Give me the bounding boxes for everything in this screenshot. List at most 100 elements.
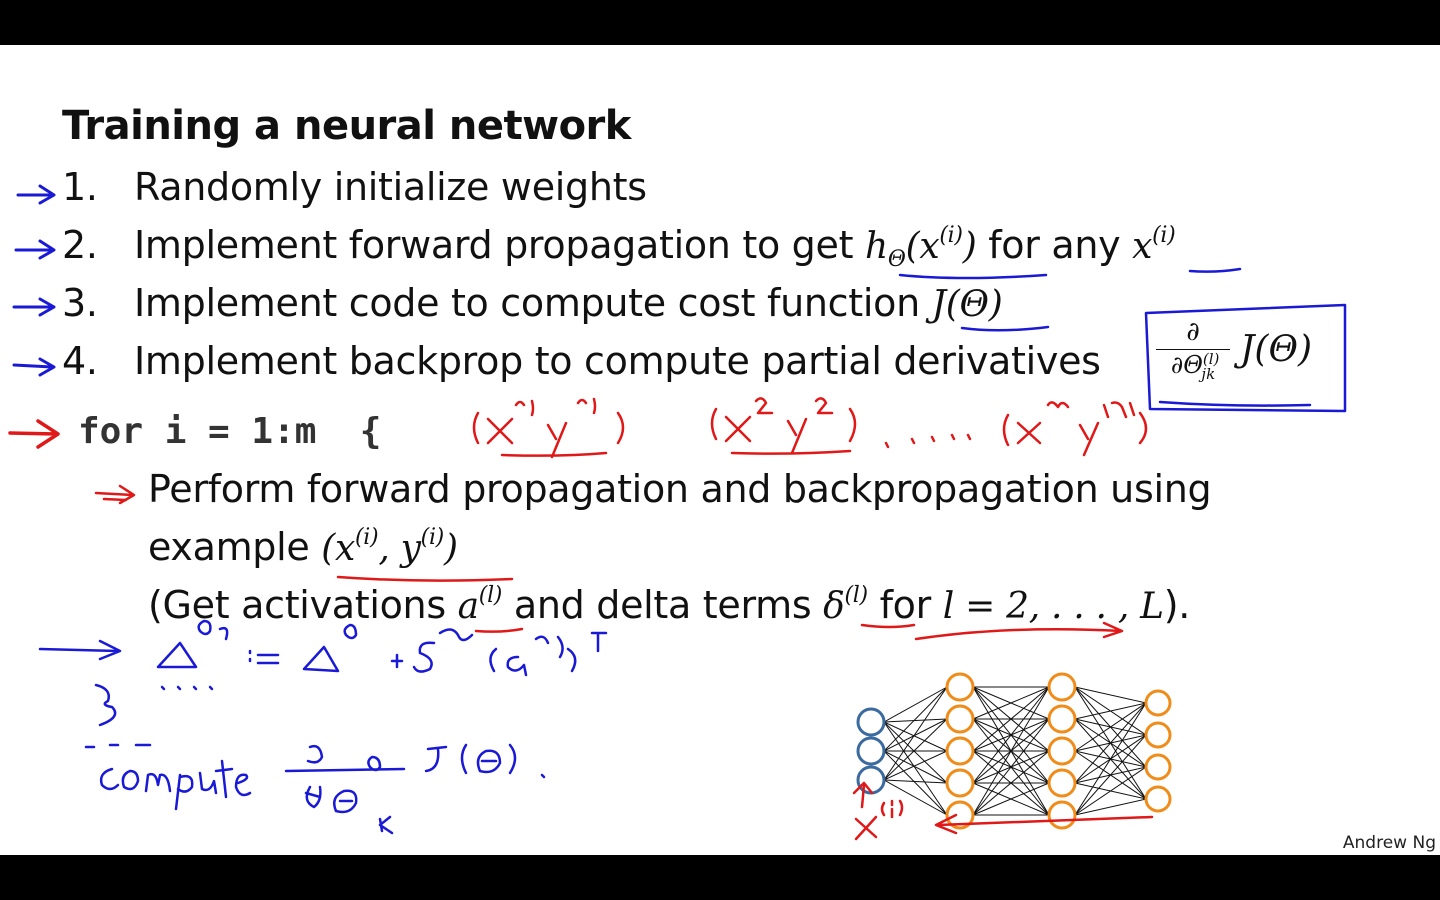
body-line-2: example (x(i), y(i)) (148, 525, 458, 569)
network-edge (972, 686, 1050, 816)
hidden-node (1047, 768, 1077, 798)
blue-underlines (898, 267, 1347, 413)
network-edge (883, 686, 948, 752)
input-node (856, 765, 886, 795)
step-4: 4.Implement backprop to compute partial … (62, 339, 1101, 383)
hidden-node (945, 672, 975, 702)
network-edge (972, 782, 1050, 816)
layer-range-math: l = 2, . . . , L (942, 586, 1164, 627)
step-2-text: Implement forward propagation to get (134, 223, 854, 267)
network-edge (883, 779, 948, 784)
network-edge (1074, 702, 1147, 720)
derivative-denominator: ∂Θ(l)jk (1170, 350, 1220, 383)
slide: Training a neural network 1.Randomly ini… (0, 45, 1440, 855)
compute-handwriting (99, 743, 546, 835)
step-3-arrow-icon (12, 297, 56, 317)
activation-math: a(l) (457, 583, 503, 627)
step-4-arrow-icon (12, 357, 56, 377)
step-3-number: 3. (62, 281, 98, 325)
hidden-node (1047, 800, 1077, 830)
line3-for: for (879, 583, 932, 627)
output-node (1144, 785, 1172, 813)
step-2-math-x: x(i) (1132, 223, 1176, 267)
network-edge (972, 686, 1050, 752)
perform-arrow-icon (94, 484, 136, 505)
network-edge (972, 686, 1050, 784)
body-line-2-text: example (148, 525, 310, 569)
network-edge (883, 718, 948, 752)
step-2-number: 2. (62, 223, 98, 267)
step-1: 1.Randomly initialize weights (62, 165, 647, 209)
delta-math: δ(l) (823, 583, 868, 627)
network-edge (1074, 702, 1147, 752)
line3-end: ). (1163, 583, 1191, 627)
network-edge (1074, 702, 1147, 784)
hidden-node (1047, 672, 1077, 702)
input-node (856, 736, 886, 766)
author-credit: Andrew Ng (1342, 833, 1436, 853)
step-3: 3. Implement code to compute cost functio… (62, 281, 1003, 325)
input-node (856, 707, 886, 737)
hidden-node (945, 800, 975, 830)
network-edge (883, 686, 948, 723)
network-edge (883, 750, 948, 781)
network-edge (883, 721, 948, 752)
body-line-3: (Get activations a(l) and delta terms δ(… (148, 583, 1190, 627)
network-edge (972, 686, 1050, 720)
hidden-node (1047, 704, 1077, 734)
derivative-cost: J(Θ) (1240, 329, 1313, 370)
step-2: 2. Implement forward propagation to get h… (62, 223, 1176, 272)
output-node (1144, 721, 1172, 749)
network-nodes (856, 672, 1172, 830)
network-edge (1074, 798, 1147, 816)
derivative-box-outline (1144, 303, 1347, 413)
network-edge (883, 718, 948, 781)
network-edge (1074, 734, 1147, 816)
step-arrows (12, 184, 56, 377)
network-edge (883, 779, 948, 816)
network-edge (883, 718, 948, 723)
loop-arrow-icon (8, 419, 60, 449)
step-1-arrow-icon (16, 184, 56, 205)
example-pair-math: (x(i), y(i)) (321, 525, 458, 569)
step-3-math-cost: J(Θ) (931, 284, 1003, 325)
hidden-node (945, 704, 975, 734)
derivative-numerator: ∂ (1186, 317, 1200, 347)
body-line-1: Perform forward propagation and backprop… (148, 467, 1212, 511)
network-edge (972, 750, 1050, 816)
hidden-node (1047, 736, 1077, 766)
red-underlines (336, 575, 1124, 641)
network-edge (1074, 686, 1147, 704)
network-edge (1074, 766, 1147, 816)
step-2-arrow-icon (14, 239, 56, 260)
output-node (1144, 689, 1172, 717)
line3-mid: and delta terms (513, 583, 812, 627)
annotation-layer (8, 184, 1347, 841)
hidden-node (945, 736, 975, 766)
partial-derivative-formula: ∂ ∂Θ(l)jk J(Θ) (1150, 315, 1330, 401)
slide-title: Training a neural network (62, 103, 631, 149)
network-edge (883, 721, 948, 816)
output-node (1144, 753, 1172, 781)
network-annotations (852, 781, 1154, 841)
derivative-fraction: ∂ ∂Θ(l)jk (1154, 317, 1232, 383)
delta-accumulation-handwriting (38, 619, 608, 749)
derivative-sub: jk (1201, 364, 1216, 383)
line3-pre: (Get activations (148, 583, 446, 627)
network-edge (972, 718, 1050, 816)
network-edge (883, 721, 948, 784)
step-4-number: 4. (62, 339, 98, 383)
network-edge (883, 750, 948, 816)
loop-header: for i = 1:m { (78, 411, 382, 452)
handwritten-examples (472, 397, 1148, 459)
network-edge (883, 750, 948, 784)
step-2-math-hypothesis: hΘ(x(i)) (864, 223, 977, 272)
step-3-text: Implement code to compute cost function (134, 281, 920, 325)
network-edge (1074, 702, 1147, 816)
network-edge (883, 686, 948, 781)
derivative-sup: (l) (1202, 350, 1220, 368)
network-edges (883, 686, 1147, 816)
hidden-node (945, 768, 975, 798)
step-1-text: Randomly initialize weights (134, 165, 647, 209)
step-2-tail: for any (988, 223, 1121, 267)
